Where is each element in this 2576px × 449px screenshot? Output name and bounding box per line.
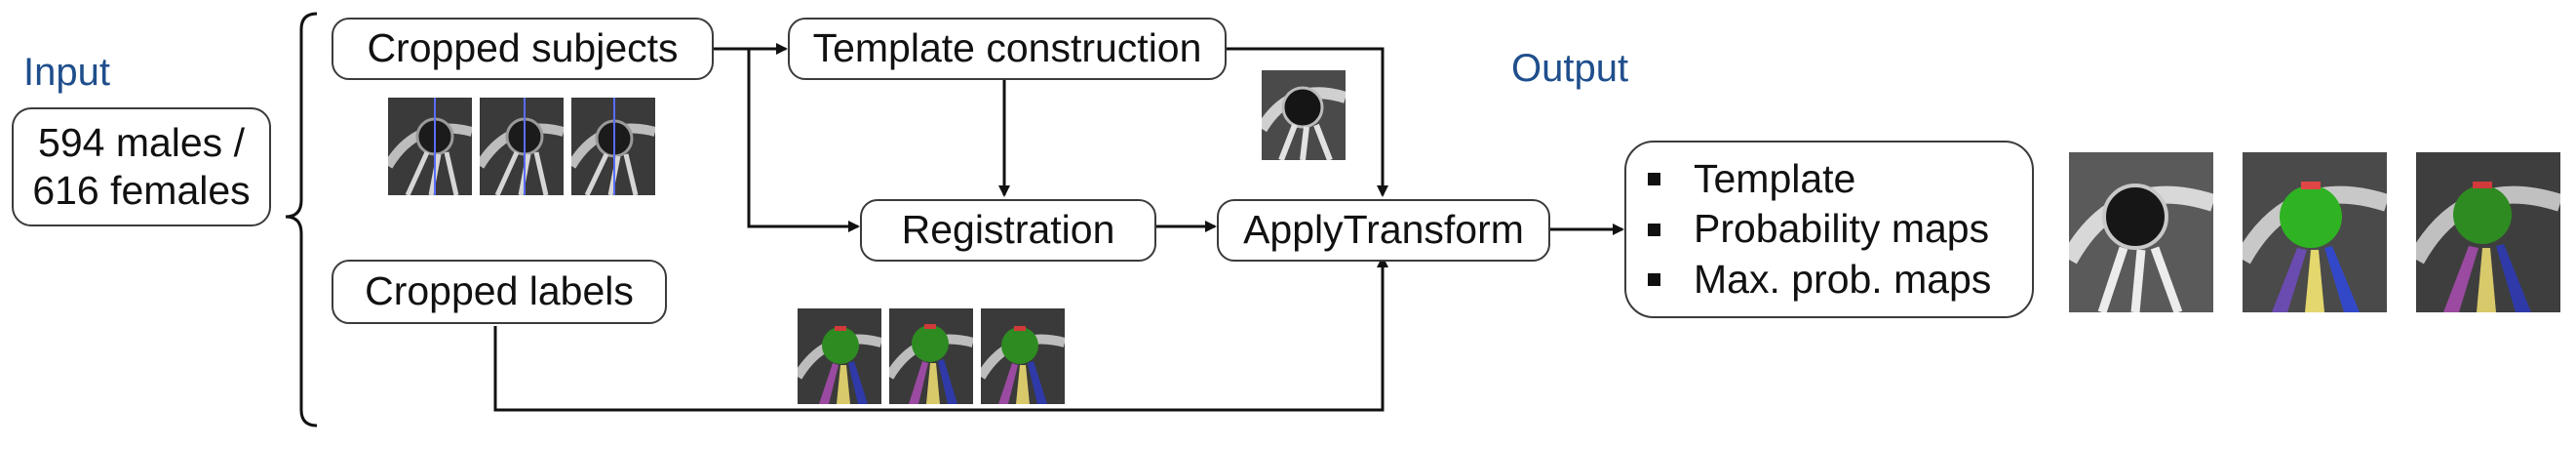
mri-slice-icon [571,98,655,195]
input-box: 594 males / 616 females [12,107,271,226]
output-item-max-prob-maps: Max. prob. maps [1648,255,1991,305]
cropped-labels-node: Cropped labels [332,260,667,324]
labeled-slice-icon [798,308,881,404]
label-map-thumbnail [798,308,881,404]
labeled-slice-icon [981,308,1065,404]
input-line-1: 594 males / [38,119,245,165]
output-template-thumbnail [2069,152,2213,312]
arrow-labels-to-apply [493,256,1388,412]
apply-transform-node: ApplyTransform [1217,199,1550,262]
subject-scan-thumbnail [571,98,655,195]
arrow-template-to-apply [1227,47,1388,197]
output-item-probability-maps: Probability maps [1648,204,1989,254]
subject-scan-thumbnail [388,98,472,195]
square-bullet-icon [1648,223,1660,236]
arrow-subjects-to-registration [747,49,860,232]
input-line-2: 616 females [32,168,251,213]
output-box: Template Probability maps Max. prob. map… [1624,141,2034,318]
mri-slice-icon [388,98,472,195]
registration-node: Registration [860,199,1156,262]
cropped-subjects-node: Cropped subjects [332,18,714,80]
input-heading: Input [23,51,110,94]
square-bullet-icon [1648,272,1660,286]
output-probability-map-thumbnail [2243,152,2387,312]
input-brace [285,12,318,428]
label-map-thumbnail [889,308,973,404]
template-image-icon [2069,152,2213,312]
max-probability-map-icon [2416,152,2560,312]
output-item-template: Template [1648,154,1855,204]
mri-template-icon [1262,70,1346,160]
output-item-label: Probability maps [1694,206,1990,252]
output-heading: Output [1511,47,1629,90]
template-construction-node: Template construction [788,18,1227,80]
output-max-probability-map-thumbnail [2416,152,2560,312]
labeled-slice-icon [889,308,973,404]
mri-slice-icon [480,98,564,195]
output-item-label: Template [1694,156,1856,202]
square-bullet-icon [1648,173,1660,186]
subject-scan-thumbnail [480,98,564,195]
label-map-thumbnail [981,308,1065,404]
output-item-label: Max. prob. maps [1694,256,1992,302]
probability-map-icon [2243,152,2387,312]
template-preview-thumbnail [1262,70,1346,160]
